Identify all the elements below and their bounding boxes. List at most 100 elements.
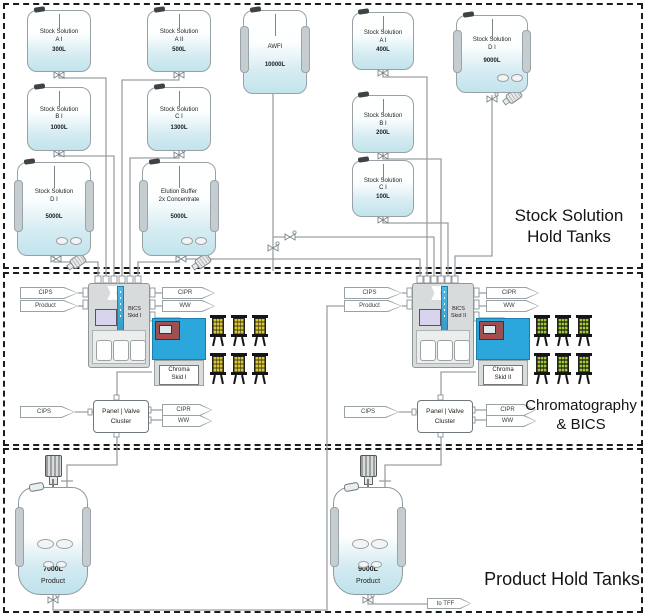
- tank-volume: 9000L: [483, 57, 501, 64]
- tank-label: Stock Solution A I: [363, 29, 403, 44]
- chroma-column-yellow: [210, 353, 226, 384]
- chroma-control-panel-icon: [155, 321, 180, 340]
- flow-arrow-ww-panel2: WW: [486, 415, 536, 427]
- flow-label: CIPR: [501, 290, 517, 296]
- tank-stock-solution-a1-left: Stock Solution A I 300L: [27, 10, 91, 72]
- tank-volume: 200L: [376, 129, 390, 136]
- tank-volume: 400L: [376, 46, 390, 53]
- tank-rib: [330, 507, 339, 568]
- impeller-icon: [43, 561, 67, 568]
- flow-arrow-product-bics1: Product: [20, 300, 78, 312]
- tank-rib: [210, 179, 219, 233]
- tank-volume: 1300L: [170, 125, 188, 132]
- tank-rib: [15, 507, 24, 568]
- tank-rib: [240, 25, 249, 73]
- flow-arrow-cips-bics2: CIPS: [344, 287, 402, 299]
- section-label-product: Product Hold Tanks: [484, 569, 640, 589]
- tank-stock-solution-a1-right: Stock Solution A I 400L: [352, 12, 414, 70]
- bics-skid-1-label: BICS Skid I: [127, 306, 142, 320]
- tank-rib: [397, 507, 406, 568]
- product-tank-volume: 9000L: [358, 566, 378, 574]
- flow-arrow-ww-bics1: WW: [162, 300, 215, 312]
- bics-skid-2-label: BICS Skid II: [450, 306, 467, 320]
- section-label-chroma: Chromatography & BICS: [525, 397, 637, 433]
- tank-stock-solution-c1-right: Stock Solution C I 100L: [352, 160, 414, 217]
- flow-arrow-cips-bics1: CIPS: [20, 287, 78, 299]
- agitator-motor-icon: [45, 455, 62, 485]
- chroma-column-yellow: [252, 315, 268, 346]
- tank-label: Stock Solution C I: [159, 106, 199, 121]
- chroma-column-green: [555, 315, 571, 346]
- tank-volume: 1000L: [50, 125, 68, 132]
- flow-label: WW: [501, 418, 514, 424]
- skid-vessel: [454, 340, 470, 361]
- chroma-column-yellow: [231, 315, 247, 346]
- chroma-column-green: [576, 315, 592, 346]
- tank-label: AWFI: [267, 43, 283, 50]
- flow-label: CIPS: [362, 290, 377, 296]
- tank-awfi: AWFI 10000L: [240, 10, 310, 94]
- skid-vessel: [96, 340, 112, 361]
- tank-volume: 300L: [52, 47, 66, 53]
- chroma-column-yellow: [252, 353, 268, 384]
- flow-label: Product: [35, 303, 56, 309]
- tank-volume: 500L: [172, 47, 186, 53]
- skid-monitor-icon: [419, 309, 441, 326]
- chroma-skid-1-label: Chroma Skid I: [159, 365, 199, 385]
- tank-label: Stock Solution A II: [159, 29, 199, 43]
- flow-label: CIPS: [360, 409, 375, 415]
- skid-lower-cabinet: [416, 330, 470, 364]
- tank-stock-solution-c1-left: Stock Solution C I 1300L: [147, 87, 211, 151]
- flow-label: CIPS: [38, 290, 53, 296]
- flow-label: Product: [359, 303, 380, 309]
- skid-internal-piping: [99, 286, 129, 300]
- tank-elution-buffer: Elution Buffer 2x Concentrate 5000L: [139, 162, 219, 256]
- agitator-icon: [181, 237, 207, 245]
- skid-vessel: [420, 340, 436, 361]
- skid-vessel: [113, 340, 129, 361]
- flow-label: WW: [177, 418, 190, 424]
- bics-skid-2: BICS Skid II: [412, 283, 474, 368]
- chroma-skid-2-label: Chroma Skid II: [483, 365, 523, 385]
- panel-valve-cluster-2: Panel | Valve Cluster: [417, 400, 473, 433]
- tank-stock-solution-d1-right: Stock Solution D I 9000L: [453, 15, 531, 93]
- tank-volume: 5000L: [45, 213, 63, 220]
- product-tank-9000l: 9000L Product: [330, 487, 406, 595]
- flow-arrow-cipr-bics2: CIPR: [486, 287, 539, 299]
- skid-vessel: [130, 340, 146, 361]
- chroma-column-yellow: [210, 315, 226, 346]
- tank-label: Stock Solution D I: [472, 37, 512, 52]
- tank-volume: 10000L: [264, 61, 286, 68]
- chroma-column-green: [534, 353, 550, 384]
- tank-rib: [301, 25, 310, 73]
- skid-lower-cabinet: [92, 330, 146, 364]
- chroma-column-yellow: [231, 353, 247, 384]
- skid-internal-piping: [423, 286, 453, 300]
- flow-arrow-cipr-bics1: CIPR: [162, 287, 215, 299]
- skid-monitor-icon: [95, 309, 117, 326]
- product-tank-label: Product: [40, 578, 66, 586]
- tank-rib: [453, 29, 462, 74]
- tank-stock-solution-b1-left: Stock Solution B I 1000L: [27, 87, 91, 151]
- chroma-control-panel-icon: [479, 321, 504, 340]
- flow-arrow-cipr-panel2: CIPR: [486, 404, 536, 416]
- tank-rib: [85, 179, 94, 233]
- agitator-motor-icon: [360, 455, 377, 485]
- flow-arrow-to-tff: to TFF: [427, 598, 471, 609]
- tank-label: Stock Solution D I: [34, 188, 74, 203]
- tank-rib: [522, 29, 531, 74]
- tank-label: Stock Solution B I: [363, 112, 403, 127]
- flow-label: CIPR: [500, 407, 515, 413]
- tank-volume: 100L: [376, 194, 390, 200]
- tank-volume: 5000L: [170, 213, 188, 220]
- tank-stock-solution-d1-left: Stock Solution D I 5000L: [14, 162, 94, 256]
- tank-rib: [82, 507, 91, 568]
- flow-label: CIPS: [36, 409, 51, 415]
- agitator-icon: [56, 237, 82, 245]
- chroma-column-green: [576, 353, 592, 384]
- impeller-icon: [352, 539, 388, 549]
- flow-arrow-ww-bics2: WW: [486, 300, 539, 312]
- tank-stock-solution-a2: Stock Solution A II 500L: [147, 10, 211, 72]
- product-tank-7000l: 7000L Product: [15, 487, 91, 595]
